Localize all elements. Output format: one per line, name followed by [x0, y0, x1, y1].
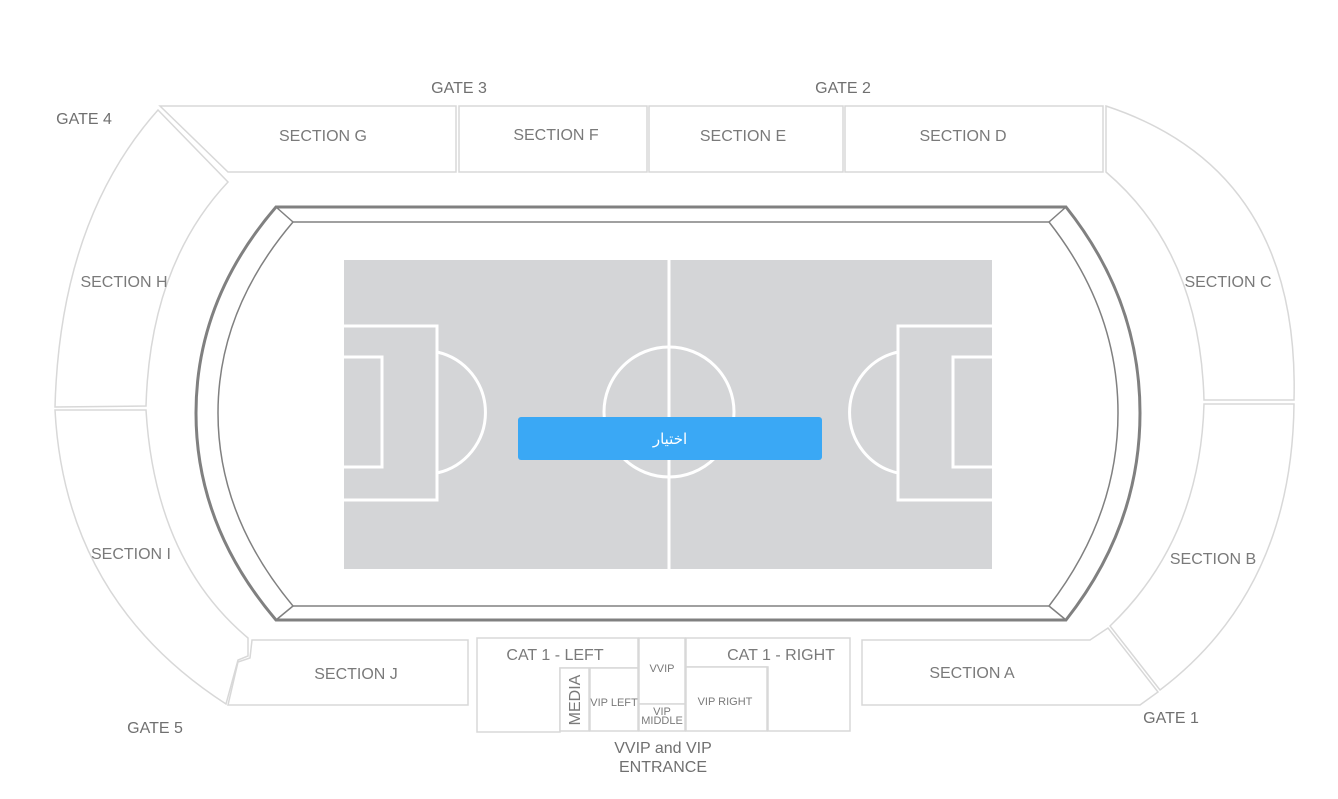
section-c-label: SECTION C — [1184, 274, 1271, 291]
section-d[interactable]: SECTION D — [844, 105, 1104, 173]
section-f-label: SECTION F — [513, 127, 599, 144]
section-h[interactable]: SECTION H — [54, 108, 230, 408]
section-j[interactable]: SECTION J — [227, 639, 469, 706]
vip-right-label: VIP RIGHT — [698, 696, 753, 708]
section-c[interactable]: SECTION C — [1105, 104, 1295, 401]
entrance-label-2: ENTRANCE — [619, 759, 707, 776]
gate-1-label: GATE 1 — [1143, 710, 1199, 727]
section-g-label: SECTION G — [279, 128, 367, 145]
section-e-label: SECTION E — [700, 128, 786, 145]
section-e[interactable]: SECTION E — [648, 105, 844, 173]
entrance-label-1: VVIP and VIP — [614, 740, 712, 757]
vvip-label: VVIP — [649, 663, 674, 675]
section-vip-left[interactable]: VIP LEFT — [589, 667, 639, 732]
gate-5-label: GATE 5 — [127, 720, 183, 737]
gate-2-label: GATE 2 — [815, 80, 871, 97]
section-vip-middle[interactable]: VIP MIDDLE — [638, 703, 686, 732]
section-d-label: SECTION D — [919, 128, 1006, 145]
section-h-label: SECTION H — [80, 274, 167, 291]
vip-middle-label-1: VIP — [653, 706, 671, 718]
section-cat1-left[interactable]: CAT 1 - LEFT — [476, 637, 639, 733]
left-goal-box — [344, 355, 384, 469]
section-b-label: SECTION B — [1170, 551, 1256, 568]
media-label: MEDIA — [567, 674, 584, 725]
cat1-right-label: CAT 1 - RIGHT — [727, 647, 835, 664]
section-g[interactable]: SECTION G — [158, 105, 457, 173]
left-penalty-arc — [436, 350, 487, 475]
section-vip-right[interactable]: VIP RIGHT — [685, 666, 768, 732]
right-goal-box — [951, 355, 992, 469]
section-vvip[interactable]: VVIP — [638, 637, 686, 705]
section-b[interactable]: SECTION B — [1108, 403, 1295, 692]
track-corner-bl — [275, 605, 294, 621]
right-penalty-box — [896, 324, 992, 502]
section-i-label: SECTION I — [91, 546, 171, 563]
gate-3-label: GATE 3 — [431, 80, 487, 97]
gate-4-label: GATE 4 — [56, 111, 112, 128]
section-j-label: SECTION J — [314, 666, 398, 683]
football-pitch — [344, 260, 992, 569]
right-penalty-arc — [848, 350, 899, 475]
section-f[interactable]: SECTION F — [458, 105, 648, 173]
left-penalty-box — [344, 324, 439, 502]
section-a[interactable]: SECTION A — [861, 626, 1160, 706]
section-cat1-right[interactable]: CAT 1 - RIGHT — [685, 637, 851, 732]
section-media[interactable]: MEDIA — [559, 667, 590, 732]
track-corner-tl — [275, 206, 294, 223]
select-button[interactable]: اختيار — [518, 417, 822, 460]
track-corner-br — [1048, 605, 1067, 621]
vip-left-label: VIP LEFT — [590, 697, 638, 709]
section-a-label: SECTION A — [929, 665, 1015, 682]
vip-middle-label-2: MIDDLE — [641, 715, 683, 727]
cat1-left-label: CAT 1 - LEFT — [506, 647, 603, 664]
section-i[interactable]: SECTION I — [54, 409, 249, 706]
track-corner-tr — [1048, 206, 1067, 223]
center-circle — [602, 345, 736, 479]
